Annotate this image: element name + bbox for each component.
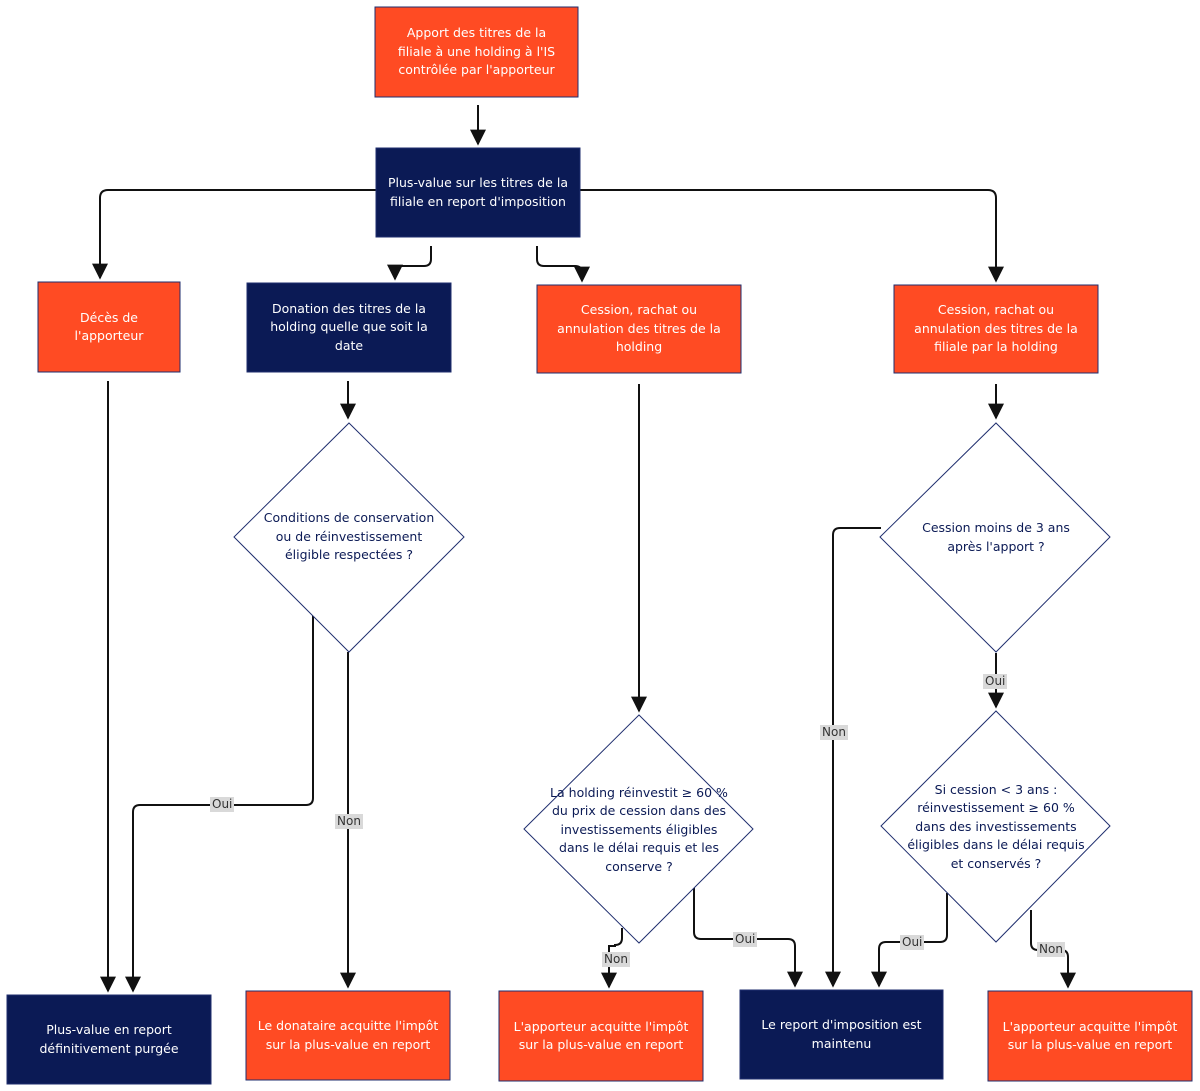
edge-cession3-non-to-maintenu — [825, 527, 881, 988]
node-maintenu: Le report d'imposition est maintenu — [761, 1017, 922, 1051]
node-purgee: Plus-value en report définitivement purg… — [39, 1022, 179, 1056]
edge-plusvalue-to-cession-filiale — [580, 189, 1004, 283]
edge-plusvalue-to-donation — [387, 246, 432, 281]
edge-label-cession3-non: Non — [820, 725, 848, 740]
node-cession-filiale-box — [893, 284, 1099, 374]
node-deces: Décès de l'apporteur — [74, 309, 144, 344]
node-cession-filiale: Cession, rachat ou annulation des titres… — [914, 302, 1078, 355]
node-apport-box — [374, 6, 579, 98]
node-donataire-box — [245, 990, 451, 1081]
node-purgee-box — [6, 994, 212, 1085]
node-apporteur-1: L'apporteur acquitte l'impôt sur la plus… — [513, 1018, 689, 1053]
edge-label-si-non: Non — [1037, 942, 1065, 957]
edge-label-conditions-non: Non — [335, 814, 363, 829]
node-deces-box — [37, 281, 181, 373]
node-cession3-diamond — [879, 422, 1111, 653]
node-donation-box — [246, 282, 452, 373]
edge-label-reinvest-oui: Oui — [733, 932, 758, 947]
node-apport: Apport des titres de la filiale à une ho… — [397, 25, 556, 78]
edge-label-conditions-oui: Oui — [210, 797, 235, 812]
node-plus-value-report-box — [375, 147, 581, 238]
node-cession-holding-box — [536, 284, 742, 374]
node-apporteur1-box — [498, 990, 704, 1082]
edge-label-si-oui: Oui — [900, 935, 925, 950]
node-conditions: Conditions de conservation ou de réinves… — [263, 510, 435, 563]
node-plus-value-report: Plus-value sur les titres de la filiale … — [388, 175, 568, 209]
node-si-cession: Si cession < 3 ans : réinvestissement ≥ … — [907, 781, 1085, 871]
edge-label-cession3-oui: Oui — [983, 674, 1008, 689]
edge-plusvalue-to-cession-holding — [536, 246, 590, 283]
node-cession3: Cession moins de 3 ans après l'apport ? — [922, 520, 1070, 554]
node-donation: Donation des titres de la holding quelle… — [270, 300, 428, 353]
node-cession-holding: Cession, rachat ou annulation des titres… — [557, 302, 721, 355]
node-reinvest: La holding réinvestit ≥ 60 % du prix de … — [550, 784, 728, 874]
node-maintenu-box — [739, 989, 944, 1080]
node-si-cession-diamond — [880, 710, 1111, 943]
node-conditions-diamond — [233, 422, 465, 653]
edge-label-reinvest-non: Non — [602, 952, 630, 967]
node-apporteur2-box — [987, 990, 1193, 1082]
edge-reinvest-non-to-apporteur — [601, 928, 623, 989]
node-reinvest-diamond — [523, 714, 754, 944]
node-donataire: Le donataire acquitte l'impôt sur la plu… — [257, 1018, 439, 1052]
node-apporteur-2: L'apporteur acquitte l'impôt sur la plus… — [1002, 1018, 1178, 1053]
edge-plusvalue-to-deces — [92, 189, 376, 280]
